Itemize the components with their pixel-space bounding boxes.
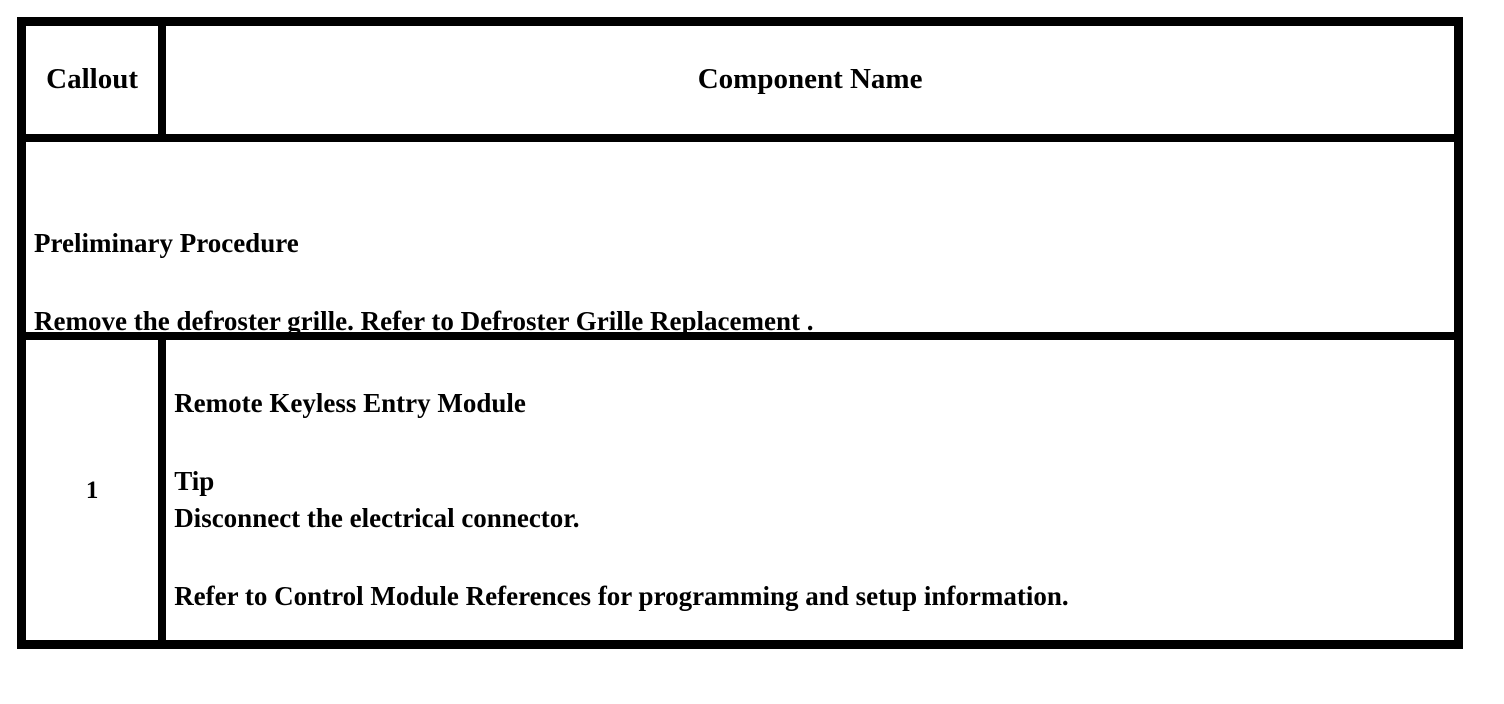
header-label-component-name: Component Name [697, 63, 923, 96]
step-description-cell: Remote Keyless Entry Module Tip Disconne… [163, 337, 1457, 643]
tip-body: Disconnect the electrical connector. [174, 503, 580, 533]
header-cell-component-name: Component Name [163, 23, 1457, 137]
component-name-value: Remote Keyless Entry Module [174, 388, 526, 418]
step-description-content: Remote Keyless Entry Module Tip Disconne… [166, 340, 1454, 640]
preliminary-procedure-content: Preliminary Procedure Remove the defrost… [26, 142, 1454, 333]
preliminary-procedure-heading: Preliminary Procedure [34, 228, 299, 258]
preliminary-procedure-body: Remove the defroster grille. Refer to De… [34, 306, 814, 333]
tip-label: Tip [174, 466, 215, 496]
callout-number: 1 [85, 476, 99, 504]
header-label-callout: Callout [46, 63, 139, 96]
preliminary-procedure-cell: Preliminary Procedure Remove the defrost… [23, 139, 1457, 335]
control-module-reference-note: Refer to Control Module References for p… [174, 581, 1069, 611]
service-procedure-table: Callout Component Name Preliminary Proce… [17, 17, 1463, 649]
header-cell-callout: Callout [23, 23, 162, 137]
table-row: 1 Remote Keyless Entry Module Tip Discon… [23, 337, 1457, 643]
preliminary-procedure-row: Preliminary Procedure Remove the defrost… [23, 139, 1457, 335]
table-header-row: Callout Component Name [23, 23, 1457, 137]
callout-number-cell: 1 [23, 337, 162, 643]
